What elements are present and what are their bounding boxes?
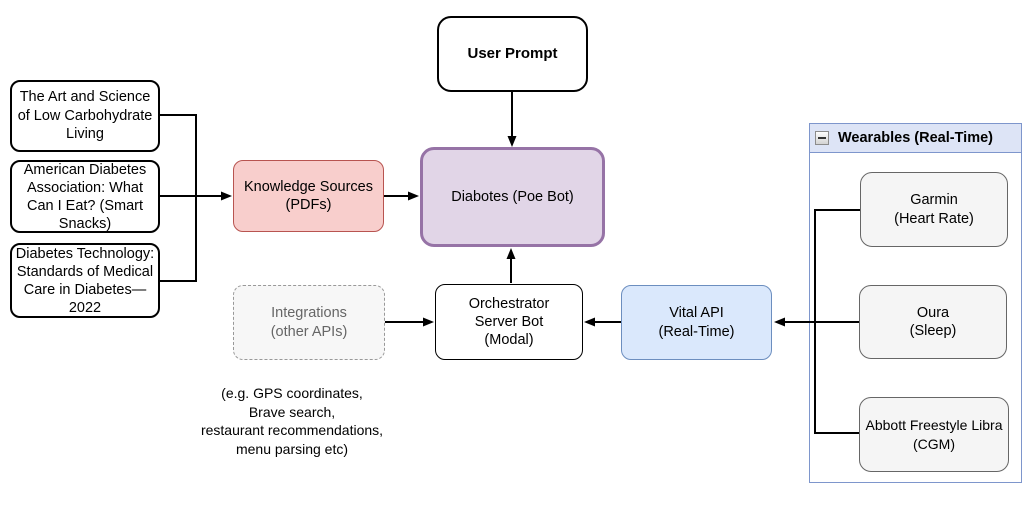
- node-source-book-2-label: American Diabetes Association: What Can …: [23, 161, 147, 232]
- node-oura[interactable]: Oura (Sleep): [859, 285, 1007, 359]
- arrow-vital-api-to-orchestrator: [584, 317, 621, 327]
- node-garmin[interactable]: Garmin (Heart Rate): [860, 172, 1008, 247]
- wearables-container-header: Wearables (Real-Time): [810, 124, 1021, 153]
- node-knowledge-sources[interactable]: Knowledge Sources (PDFs): [233, 160, 384, 232]
- arrow-integrations-to-orchestrator: [385, 317, 434, 327]
- node-vital-api-label: Vital API (Real-Time): [658, 305, 735, 340]
- integrations-examples-caption: (e.g. GPS coordinates, Brave search, res…: [200, 385, 384, 457]
- node-abbott-label: Abbott Freestyle Libra (CGM): [865, 417, 1003, 452]
- node-user-prompt-label: User Prompt: [467, 44, 558, 62]
- node-integrations-label: Integrations (other APIs): [270, 305, 348, 340]
- node-source-book-2[interactable]: American Diabetes Association: What Can …: [10, 160, 160, 233]
- arrow-orchestrator-to-diabotes: [506, 248, 516, 283]
- node-user-prompt[interactable]: User Prompt: [437, 16, 588, 92]
- collapse-minus-icon[interactable]: [815, 131, 829, 145]
- arrow-user-prompt-to-diabotes: [507, 92, 517, 147]
- node-abbott-freestyle-libra[interactable]: Abbott Freestyle Libra (CGM): [859, 397, 1009, 472]
- connector-books-trunk: [160, 114, 197, 282]
- wearables-container-title: Wearables (Real-Time): [838, 130, 993, 146]
- node-integrations[interactable]: Integrations (other APIs): [233, 285, 385, 360]
- node-oura-label: Oura (Sleep): [909, 304, 957, 340]
- node-diabotes-poe-bot[interactable]: Diabotes (Poe Bot): [420, 147, 605, 247]
- node-orchestrator-server-bot[interactable]: Orchestrator Server Bot (Modal): [435, 284, 583, 360]
- node-source-book-1-label: The Art and Science of Low Carbohydrate …: [17, 89, 153, 143]
- arrow-knowledge-sources-to-diabotes: [384, 191, 419, 201]
- node-source-book-3-label: Diabetes Technology: Standards of Medica…: [15, 245, 155, 316]
- node-garmin-label: Garmin (Heart Rate): [894, 192, 974, 227]
- node-source-book-1[interactable]: The Art and Science of Low Carbohydrate …: [10, 80, 160, 152]
- node-vital-api[interactable]: Vital API (Real-Time): [621, 285, 772, 360]
- arrow-books-to-knowledge-sources: [160, 191, 232, 201]
- node-orchestrator-label: Orchestrator Server Bot (Modal): [468, 296, 550, 348]
- node-diabotes-label: Diabotes (Poe Bot): [451, 188, 574, 205]
- node-knowledge-sources-label: Knowledge Sources (PDFs): [244, 178, 373, 214]
- node-source-book-3[interactable]: Diabetes Technology: Standards of Medica…: [10, 243, 160, 318]
